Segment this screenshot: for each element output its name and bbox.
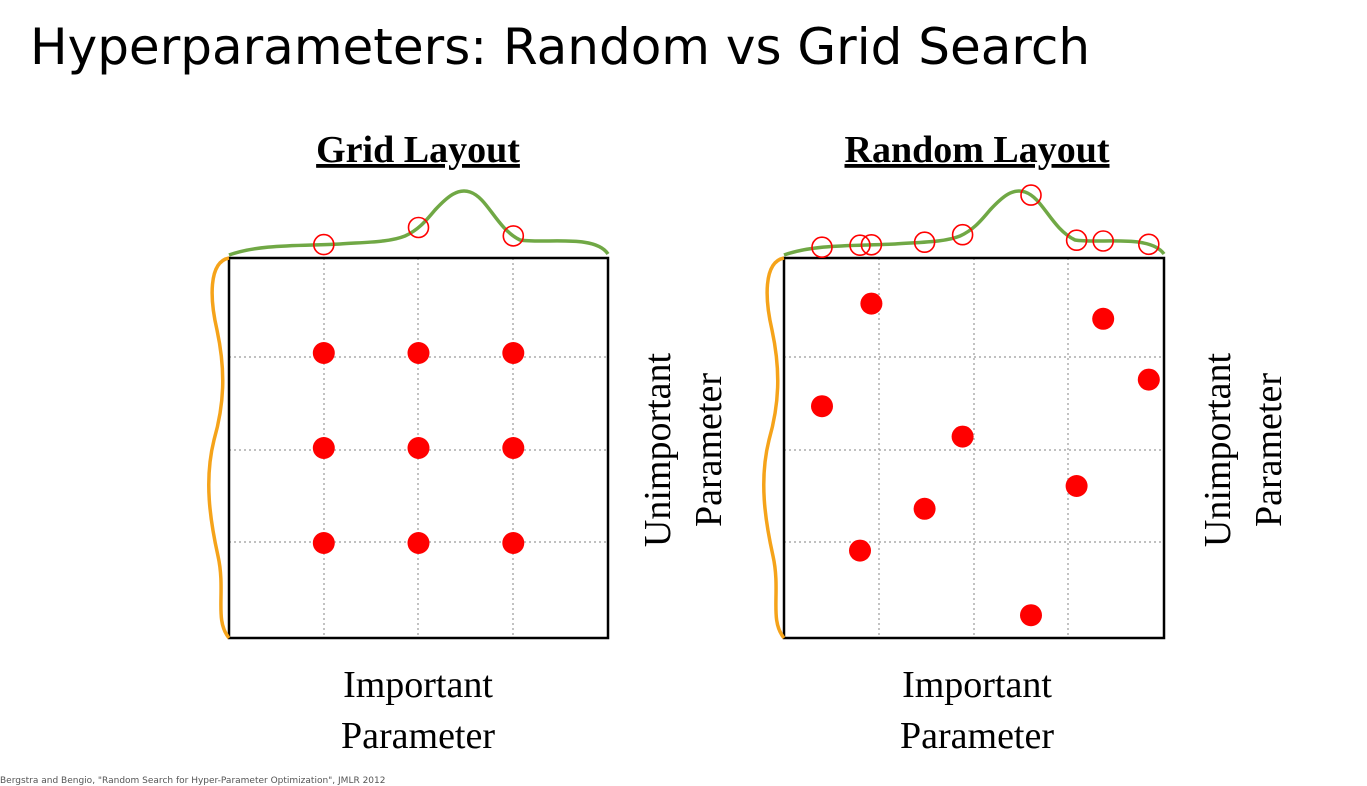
grid-panel-x-label-line-1: Important xyxy=(343,664,493,706)
grid-panel-frame xyxy=(227,256,610,640)
grid-sample-point xyxy=(407,437,430,459)
random-panel-top-distribution-curve xyxy=(783,189,1166,257)
random-panel-y-label-line-1: Unimportant xyxy=(1197,352,1239,547)
random-projected-sample-marker xyxy=(913,231,936,253)
random-projected-sample-marker xyxy=(1020,184,1042,206)
grid-sample-point xyxy=(312,342,335,364)
grid-sample-point xyxy=(502,437,525,459)
citation-footer: Bergstra and Bengio, "Random Search for … xyxy=(0,776,386,786)
random-projected-sample-marker xyxy=(860,234,883,256)
random-sample-point xyxy=(811,395,833,418)
grid-sample-point xyxy=(407,532,430,554)
random-panel-side-distribution-curve xyxy=(762,256,786,640)
random-panel-x-label-line-2: Parameter xyxy=(900,715,1054,757)
random-sample-point xyxy=(1065,475,1088,497)
grid-sample-point xyxy=(502,532,525,554)
random-panel-y-label-line-2: Parameter xyxy=(1248,373,1290,527)
grid-panel-y-label-line-1: Unimportant xyxy=(637,352,679,547)
grid-panel-top-distribution-curve xyxy=(228,189,610,257)
grid-sample-point xyxy=(312,437,335,459)
random-projected-sample-marker xyxy=(1092,230,1114,252)
random-sample-point xyxy=(1137,368,1160,391)
random-panel-x-label-line-1: Important xyxy=(902,664,1052,706)
grid-panel-x-label-line-2: Parameter xyxy=(341,715,495,757)
random-layout-panel: Random Layout Important Parameter Unimpo… xyxy=(762,129,1290,757)
grid-projected-sample-marker xyxy=(407,216,430,239)
slide-title: Hyperparameters: Random vs Grid Search xyxy=(30,18,1091,76)
random-panel-top-samples xyxy=(811,184,1160,258)
grid-projected-sample-marker xyxy=(312,233,335,256)
random-panel-title: Random Layout xyxy=(845,129,1110,171)
random-sample-point xyxy=(860,292,883,315)
random-sample-point xyxy=(1092,307,1115,330)
grid-sample-point xyxy=(407,342,430,364)
grid-layout-panel: Grid Layout Important Parameter Unimport… xyxy=(207,129,730,757)
grid-panel-title: Grid Layout xyxy=(316,129,520,171)
grid-sample-point xyxy=(502,342,525,364)
random-sample-point xyxy=(951,425,974,448)
grid-panel-y-label-line-2: Parameter xyxy=(688,373,730,527)
grid-panel-side-distribution-curve xyxy=(207,256,231,640)
random-panel-gridlines xyxy=(784,258,1164,638)
random-projected-sample-marker xyxy=(1065,229,1088,251)
grid-panel-points xyxy=(312,342,525,554)
random-projected-sample-marker xyxy=(951,223,974,246)
random-sample-point xyxy=(849,539,871,562)
random-sample-point xyxy=(913,497,936,520)
random-projected-sample-marker xyxy=(1138,233,1160,256)
grid-panel-top-samples xyxy=(312,216,525,256)
random-sample-point xyxy=(1020,604,1042,627)
grid-sample-point xyxy=(312,532,335,554)
random-panel-frame xyxy=(782,256,1166,640)
grid-projected-sample-marker xyxy=(502,225,525,247)
random-projected-sample-marker xyxy=(849,234,871,256)
random-projected-sample-marker xyxy=(811,236,833,258)
random-panel-points xyxy=(811,292,1160,627)
